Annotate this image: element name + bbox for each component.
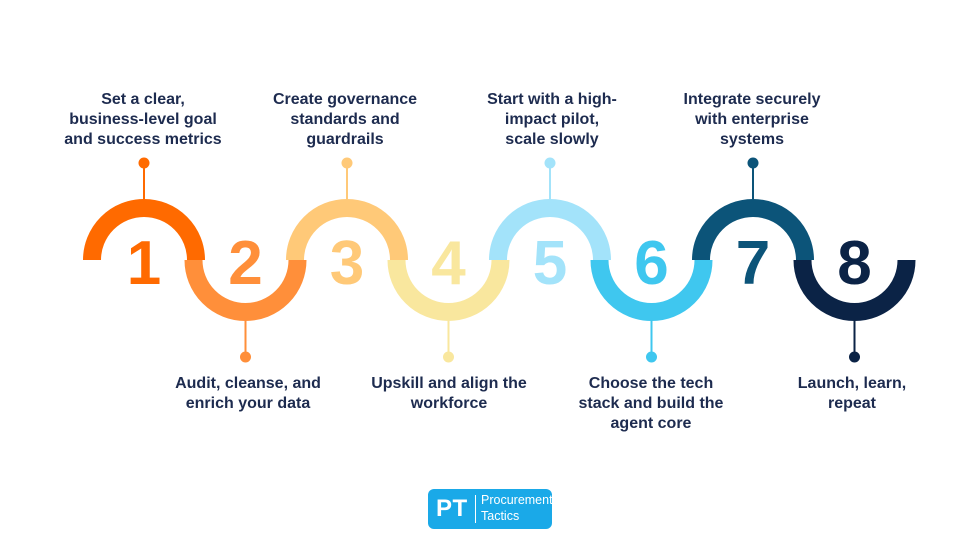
step-1-number: 1 [127, 229, 161, 298]
step-6-dot [646, 351, 657, 363]
step-6-arc [590, 259, 713, 321]
connectors [138, 157, 860, 363]
step-7-arc [692, 199, 814, 261]
step-3-number: 3 [330, 229, 364, 298]
step-2-dot [240, 351, 251, 363]
step-4-label: Upskill and align the workforce [371, 375, 527, 412]
step-3-dot [341, 157, 353, 169]
step-5-dot [544, 157, 556, 169]
logo-word-tactics: Tactics [481, 509, 520, 523]
step-5-arc [489, 199, 611, 261]
logo-divider [475, 495, 476, 523]
step-8-arc [793, 259, 916, 321]
step-8-label: Launch, learn, repeat [797, 375, 907, 412]
procurement-tactics-logo[interactable]: PT Procurement Tactics [428, 489, 553, 529]
step-1-dot [138, 157, 150, 169]
step-5-number: 5 [533, 229, 567, 298]
logo-word-procurement: Procurement [481, 493, 553, 507]
step-4-number: 4 [431, 229, 466, 298]
step-4-arc [387, 259, 510, 321]
step-6-label: Choose the tech stack and build the agen… [578, 375, 724, 432]
wave-arcs [83, 199, 916, 321]
step-4-dot [443, 351, 454, 363]
step-7-label: Integrate securely with enterprise syste… [683, 91, 821, 148]
logo-initials: PT [436, 495, 468, 522]
step-2-number: 2 [228, 229, 262, 298]
step-3-label: Create governance standards and guardrai… [272, 91, 418, 148]
step-1-arc [83, 199, 205, 261]
step-8-dot [849, 351, 860, 363]
step-7-dot [747, 157, 759, 169]
step-2-label: Audit, cleanse, and enrich your data [175, 375, 321, 412]
step-5-label: Start with a high- impact pilot, scale s… [487, 91, 617, 148]
step-3-arc [286, 199, 408, 261]
step-1-label: Set a clear, business-level goal and suc… [64, 91, 222, 148]
step-2-arc [184, 259, 307, 321]
step-8-number: 8 [837, 229, 871, 298]
step-7-number: 7 [736, 229, 770, 298]
step-6-number: 6 [634, 229, 668, 298]
